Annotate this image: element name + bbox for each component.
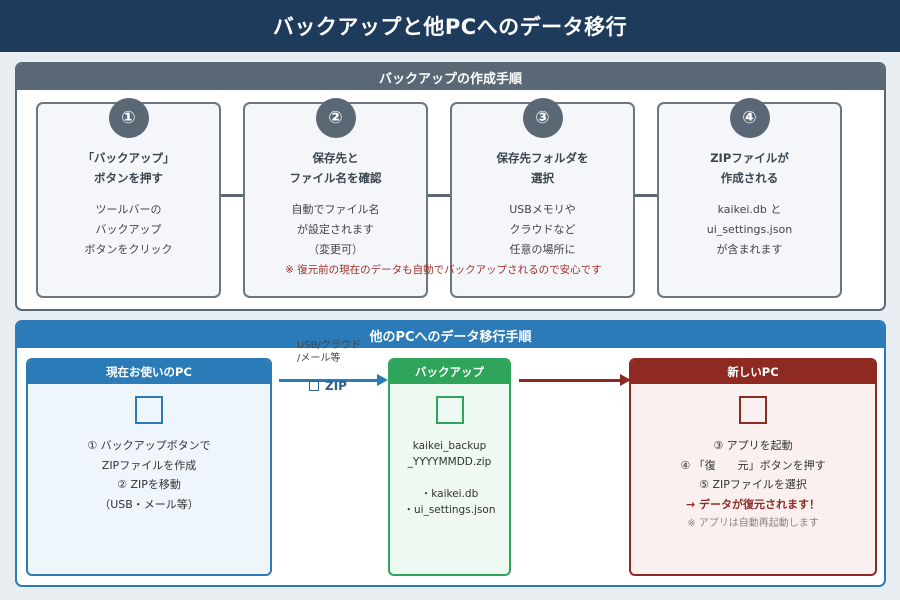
restore-result-highlight: → データが復元されます！ — [685, 497, 821, 511]
new-pc-title: 新しいPC — [631, 360, 875, 384]
step-desc-1: ツールバーの バックアップ ボタンをクリック — [84, 203, 173, 256]
header-bar: バックアップと他PCへのデータ移行 — [0, 0, 900, 52]
transfer-arrow-line — [279, 379, 379, 382]
restart-footnote: ※ アプリは自動再起動します — [687, 518, 819, 529]
step-desc-4: kaikei.db と ui_settings.json が含まれます — [706, 203, 793, 256]
safety-note: ※ 復元前の現在のデータも自動でバックアップされるので安心です — [285, 264, 602, 276]
backup-file-contents: kaikei_backup _YYYYMMDD.zip ・kaikei.db ・… — [403, 440, 496, 516]
arrow-right-icon — [377, 374, 388, 386]
backup-file-title: バックアップ — [390, 360, 509, 384]
computer-icon — [739, 396, 767, 424]
step-number-2: ② — [315, 98, 356, 138]
step-number-1: ① — [108, 98, 149, 138]
current-pc-title: 現在お使いのPC — [28, 360, 270, 384]
migration-panel: 他のPCへのデータ移行手順 現在お使いのPC ① バックアップボタンで ZIPフ… — [15, 320, 886, 587]
backup-file-box: バックアップ kaikei_backup _YYYYMMDD.zip ・kaik… — [388, 358, 511, 576]
step-desc-2: 自動でファイル名 が設定されます （変更可） — [291, 203, 380, 256]
zip-file-icon — [309, 381, 319, 391]
restore-arrow-line — [519, 379, 623, 382]
step-title-4: ZIPファイルが 作成される — [710, 151, 789, 185]
step-card-1: ① 「バックアップ」 ボタンを押す ツールバーの バックアップ ボタンをクリック — [36, 98, 221, 298]
new-pc-instructions: ③ アプリを起動 ④ 「復 元」ボタンを押す ⑤ ZIPファイルを選択 → デー… — [631, 436, 875, 534]
step-connector — [221, 194, 243, 197]
step-number-4: ④ — [729, 98, 770, 138]
backup-steps-panel: バックアップの作成手順 ① 「バックアップ」 ボタンを押す ツールバーの バック… — [15, 62, 886, 311]
step-desc-3: USBメモリや クラウドなど 任意の場所に — [509, 203, 576, 256]
step-card-4: ④ ZIPファイルが 作成される kaikei.db と ui_settings… — [657, 98, 842, 298]
computer-icon — [135, 396, 163, 424]
page-title: バックアップと他PCへのデータ移行 — [272, 15, 628, 39]
migration-heading: 他のPCへのデータ移行手順 — [17, 322, 884, 348]
new-pc-box: 新しいPC ③ アプリを起動 ④ 「復 元」ボタンを押す ⑤ ZIPファイルを選… — [629, 358, 877, 576]
step-title-3: 保存先フォルダを 選択 — [496, 151, 589, 185]
step-title-1: 「バックアップ」 ボタンを押す — [82, 151, 175, 185]
step-connector — [635, 194, 657, 197]
zip-label: ZIP — [309, 379, 347, 393]
archive-icon — [435, 396, 464, 424]
step-connector — [428, 194, 450, 197]
current-pc-instructions: ① バックアップボタンで ZIPファイルを作成 ② ZIPを移動 （USB・メー… — [87, 439, 211, 511]
step-title-2: 保存先と ファイル名を確認 — [289, 151, 382, 185]
step-card-2: ② 保存先と ファイル名を確認 自動でファイル名 が設定されます （変更可） — [243, 98, 428, 298]
transfer-method-note: USB/クラウド /メール等 — [297, 340, 361, 364]
current-pc-box: 現在お使いのPC ① バックアップボタンで ZIPファイルを作成 ② ZIPを移… — [26, 358, 272, 576]
arrow-right-icon — [620, 374, 631, 386]
backup-steps-heading: バックアップの作成手順 — [17, 64, 884, 90]
step-card-3: ③ 保存先フォルダを 選択 USBメモリや クラウドなど 任意の場所に — [450, 98, 635, 298]
step-number-3: ③ — [522, 98, 563, 138]
